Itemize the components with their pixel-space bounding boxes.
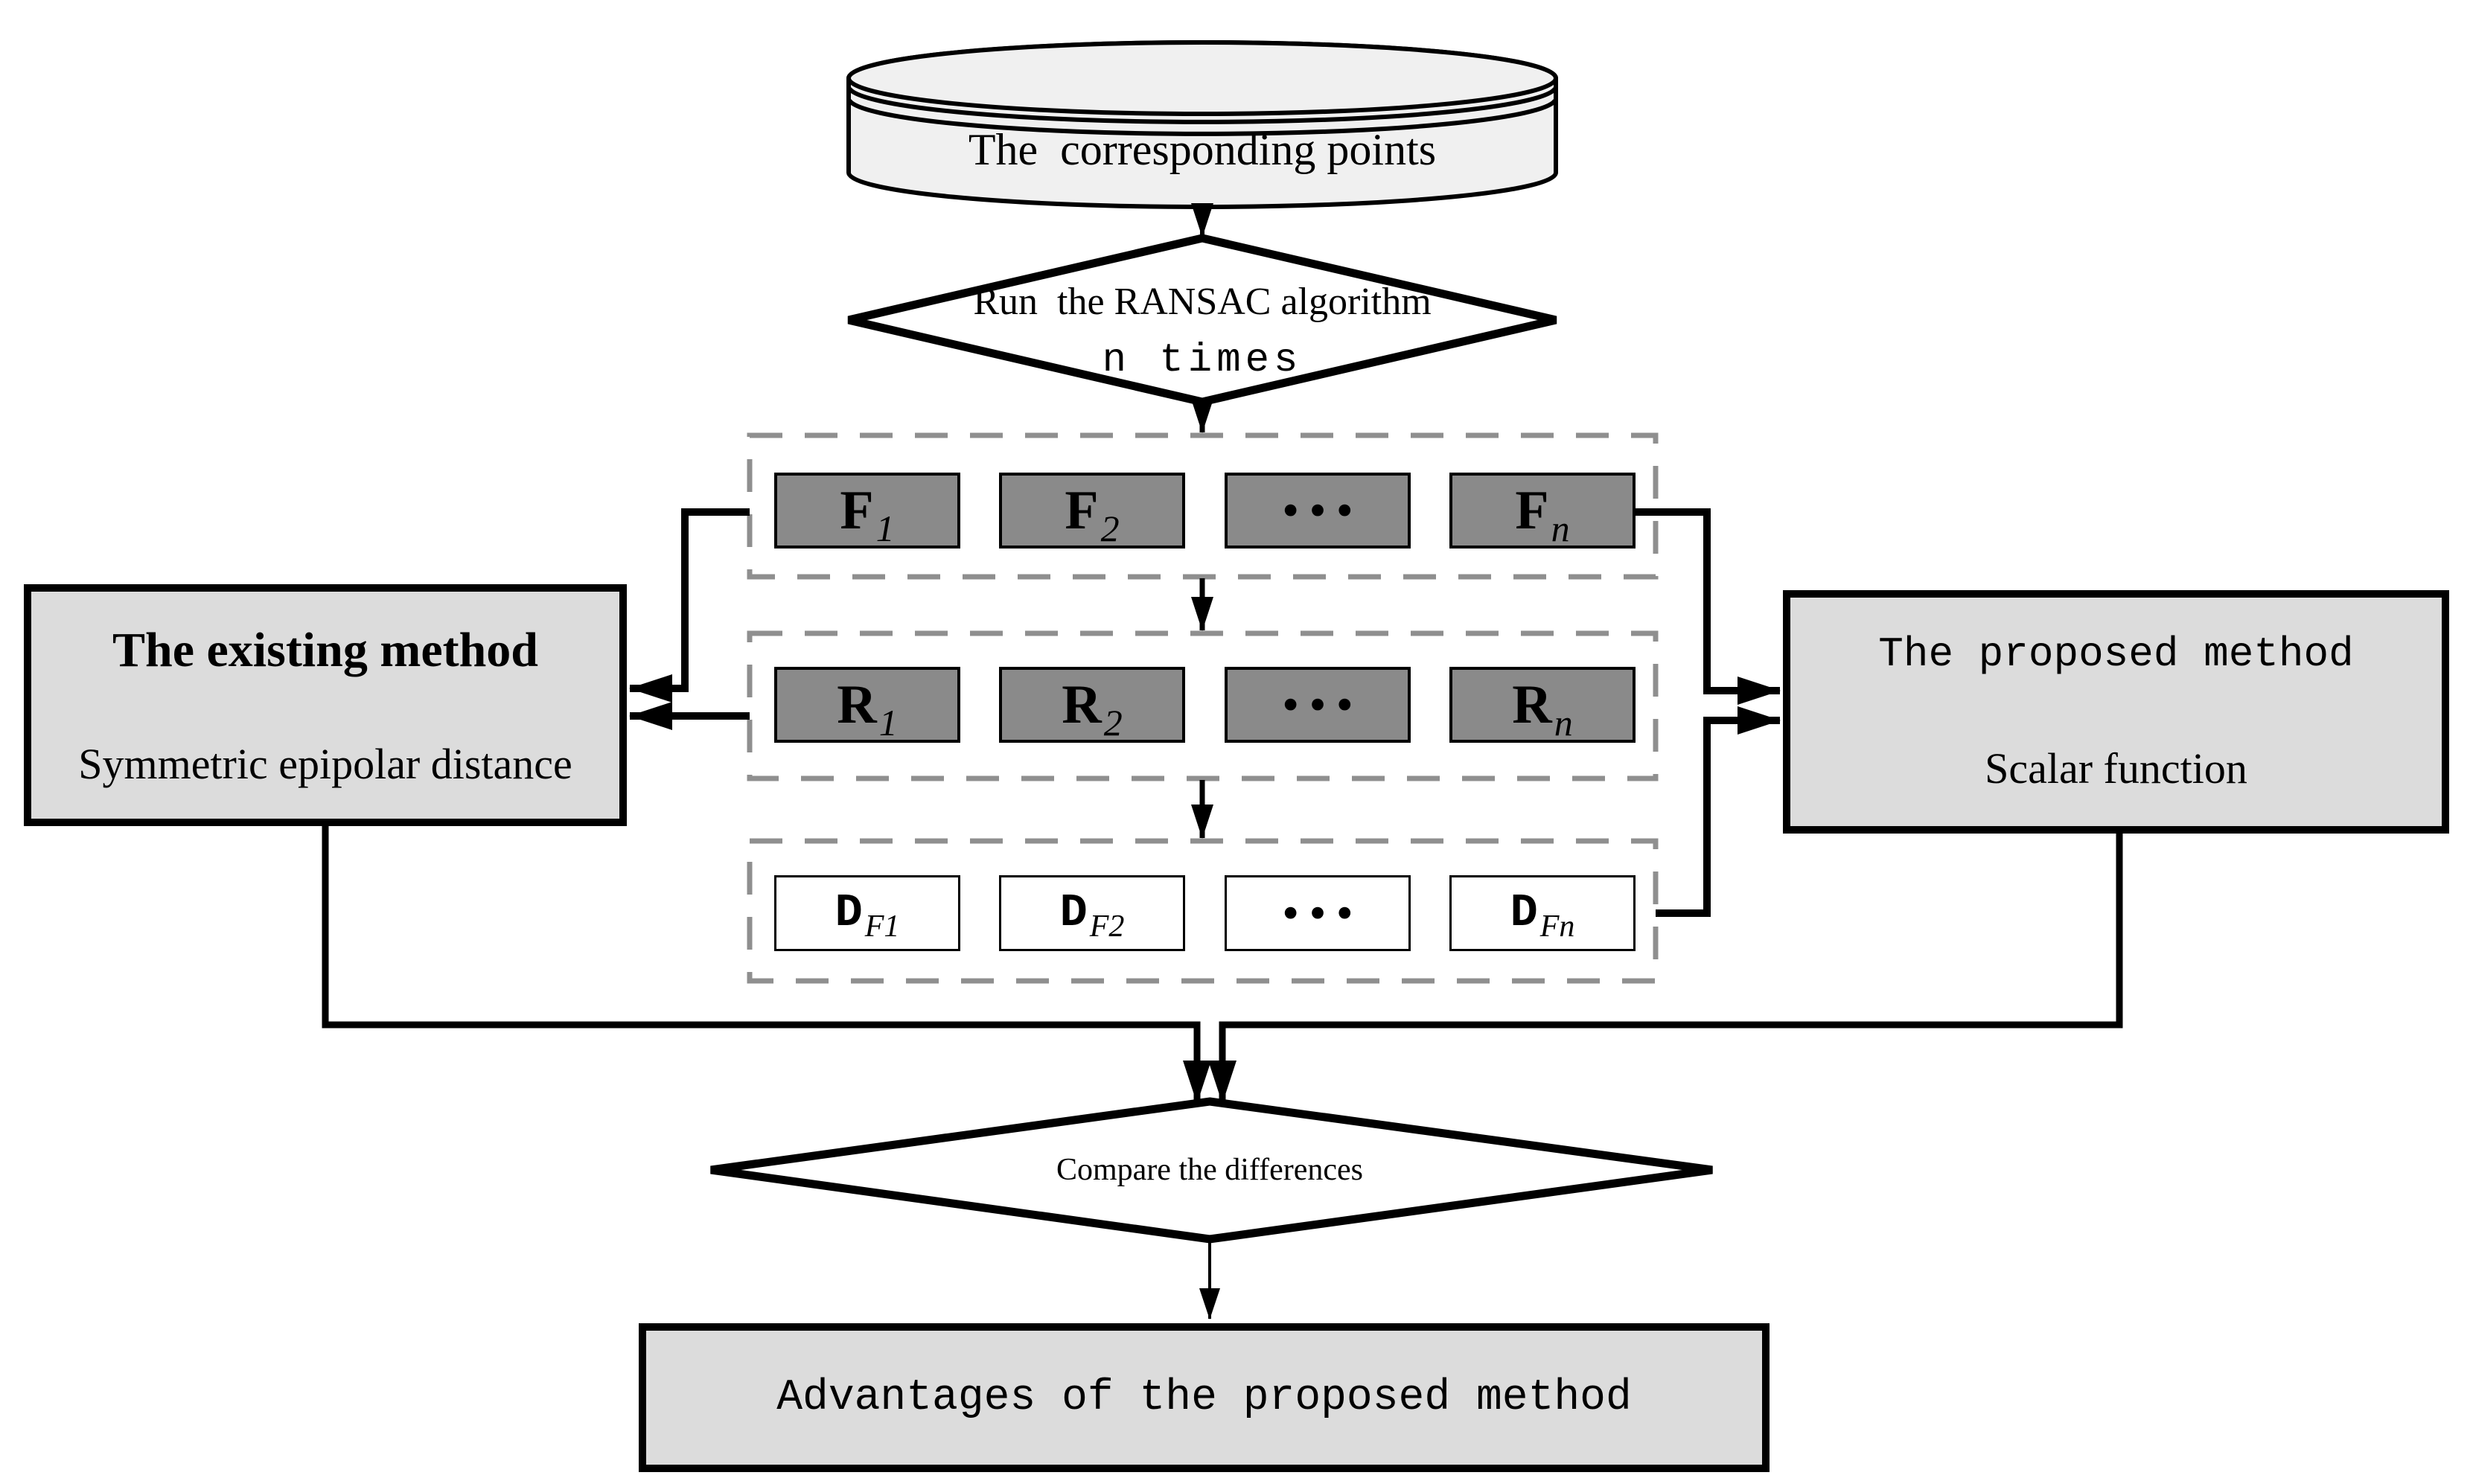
d-row-dashed-container <box>747 838 1659 984</box>
advantages-label: Advantages of the proposed method <box>776 1373 1632 1422</box>
fn-subscript: n <box>1551 508 1570 549</box>
dfn-subscript: Fn <box>1539 909 1575 944</box>
compare-diamond-shape <box>710 1097 1713 1244</box>
r1-subscript: 1 <box>878 702 898 743</box>
connector-f-row-to-existing <box>629 508 750 703</box>
f1-label: F <box>840 480 874 541</box>
d-ellipsis-dots: ••• <box>1283 889 1365 937</box>
cylinder-top-ellipse <box>846 40 1558 116</box>
fn-label: F <box>1515 480 1549 541</box>
r-ellipsis-dots: ••• <box>1283 680 1365 729</box>
cylinder-ring-2 <box>847 99 1557 136</box>
r-row-dashed-container <box>747 630 1659 781</box>
df2-label: D <box>1059 886 1088 939</box>
df2-subscript: F2 <box>1089 909 1125 944</box>
rn-subscript: n <box>1554 702 1573 743</box>
df1-label: D <box>835 886 863 939</box>
f-ellipsis-dots: ••• <box>1283 486 1365 534</box>
rn-label: R <box>1512 674 1552 735</box>
ransac-label-line1: Run the RANSAC algorithm <box>973 280 1432 323</box>
connector-existing-to-compare <box>322 826 1211 1104</box>
connector-d-row-to-proposed <box>1656 706 1781 917</box>
f2-label: F <box>1065 480 1099 541</box>
d-ellipsis-box: ••• <box>1225 875 1411 951</box>
proposed-method-title: The proposed method <box>1878 630 2354 678</box>
proposed-method-box: The proposed method Scalar function <box>1783 590 2449 834</box>
cylinder-ring-1 <box>847 87 1557 124</box>
dfn-label: D <box>1510 886 1538 939</box>
corresponding-points-label: The corresponding points <box>968 124 1437 174</box>
r2-label: R <box>1062 674 1102 735</box>
existing-method-box: The existing method Symmetric epipolar d… <box>24 584 627 826</box>
advantages-box: Advantages of the proposed method <box>639 1323 1770 1472</box>
f1-subscript: 1 <box>875 508 895 549</box>
df1-subscript: F1 <box>864 909 900 944</box>
r1-label: R <box>837 674 877 735</box>
connector-proposed-to-compare <box>1208 834 2123 1104</box>
f-ellipsis-box: ••• <box>1225 473 1411 548</box>
f2-subscript: 2 <box>1100 508 1120 549</box>
proposed-method-subtitle: Scalar function <box>1985 744 2247 793</box>
ransac-label-line2: n times <box>1102 337 1303 383</box>
r-ellipsis-box: ••• <box>1225 667 1411 743</box>
existing-method-title: The existing method <box>112 622 539 677</box>
compare-differences-label: Compare the differences <box>1056 1153 1364 1187</box>
existing-method-subtitle: Symmetric epipolar distance <box>78 739 572 788</box>
r2-subscript: 2 <box>1103 702 1123 743</box>
connector-f-row-to-proposed <box>1636 508 1781 705</box>
f-row-dashed-container <box>747 432 1659 580</box>
